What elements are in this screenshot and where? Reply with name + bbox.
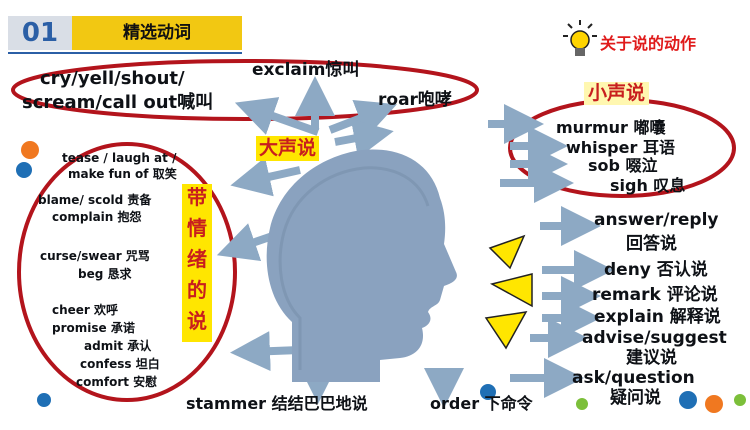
decor-dot [37, 393, 51, 407]
word-confess: confess 坦白 [80, 357, 160, 371]
sound-wave-icon [484, 234, 533, 350]
label-emotional: 带 情 绪 的 说 [182, 184, 212, 342]
decor-dot [705, 395, 723, 413]
label-emotional-char: 的 [187, 278, 207, 302]
word-beg: beg 恳求 [78, 267, 132, 281]
section-number-badge: 01 [8, 16, 72, 50]
word-cry-line2: scream/call out喊叫 [22, 92, 214, 113]
decor-dot [679, 391, 697, 409]
emotion-words-ellipse [17, 142, 237, 402]
word-curse: curse/swear 咒骂 [40, 249, 150, 263]
word-promise: promise 承诺 [52, 321, 135, 335]
word-explain: explain 解释说 [594, 307, 721, 327]
word-sob: sob 啜泣 [588, 156, 658, 175]
section-title: 精选动词 [72, 16, 242, 50]
word-answer-cn: 回答说 [626, 234, 677, 254]
word-cheer: cheer 欢呼 [52, 303, 119, 317]
word-blame: blame/ scold 责备 [38, 193, 152, 207]
head-silhouette-icon [266, 149, 457, 382]
label-emotional-char: 情 [187, 216, 207, 240]
word-deny: deny 否认说 [604, 260, 708, 280]
word-exclaim: exclaim惊叫 [252, 60, 360, 80]
word-advise: advise/suggest [582, 328, 727, 348]
word-whisper: whisper 耳语 [566, 138, 675, 157]
word-stammer: stammer 结结巴巴地说 [186, 394, 368, 413]
word-cry-line1: cry/yell/shout/ [40, 68, 185, 89]
word-sigh: sigh 叹息 [610, 176, 686, 195]
slide-subtitle: 关于说的动作 [600, 34, 697, 53]
word-comfort: comfort 安慰 [76, 375, 158, 389]
word-ask-cn: 疑问说 [610, 388, 661, 408]
title-underline [8, 52, 242, 54]
decor-dot [480, 384, 496, 400]
label-loud: 大声说 [256, 136, 320, 161]
label-soft: 小声说 [584, 82, 650, 105]
word-roar: roar咆哮 [378, 90, 452, 110]
word-order: order 下命令 [430, 394, 533, 413]
decor-dot [16, 162, 32, 178]
decor-dot [21, 141, 39, 159]
word-remark: remark 评论说 [592, 285, 718, 305]
word-complain: complain 抱怨 [52, 210, 142, 224]
word-tease: tease / laugh at / [62, 151, 177, 165]
word-admit: admit 承认 [84, 339, 152, 353]
word-answer: answer/reply [594, 210, 719, 230]
word-ask: ask/question [572, 368, 695, 388]
label-emotional-char: 说 [187, 309, 207, 333]
word-make-fun-of: make fun of 取笑 [68, 167, 177, 181]
label-emotional-char: 带 [187, 185, 207, 209]
decor-dot [576, 398, 588, 410]
word-advise-cn: 建议说 [626, 348, 677, 368]
word-murmur: murmur 嘟囔 [556, 118, 666, 137]
label-emotional-char: 绪 [187, 247, 207, 271]
decor-dot [734, 394, 746, 406]
